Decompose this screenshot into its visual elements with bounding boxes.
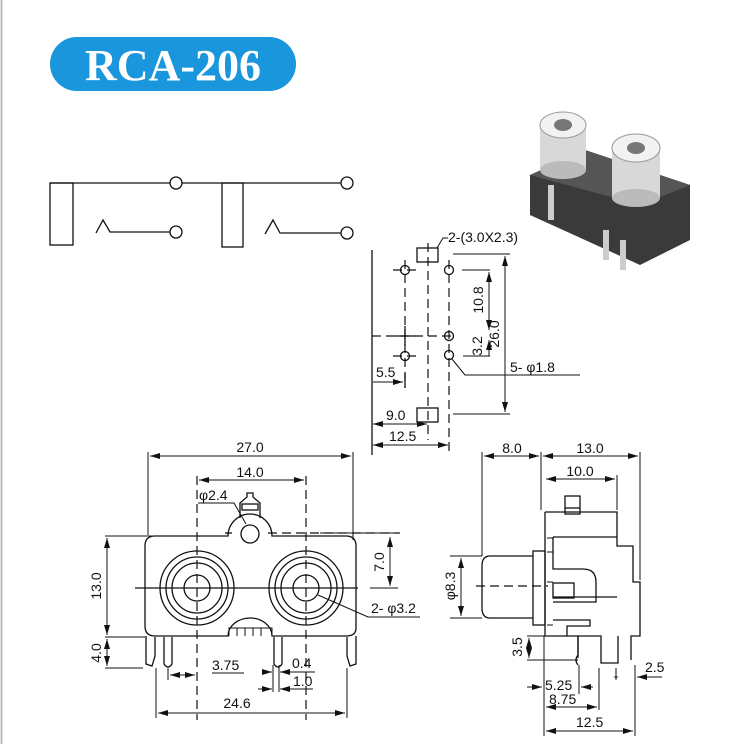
- dim-9-0: 9.0: [386, 407, 406, 423]
- product-title: RCA-206: [85, 41, 261, 90]
- dim-1-0: 1.0: [293, 673, 313, 689]
- jack-hole-note: 2- φ3.2: [371, 600, 416, 616]
- side-dim-8-3: φ8.3: [442, 572, 458, 601]
- side-dim-10: 10.0: [566, 463, 593, 479]
- title-badge: RCA-206: [50, 37, 296, 91]
- dim-3-2: 3.2: [469, 336, 485, 356]
- dim-27: 27.0: [236, 439, 263, 455]
- side-dim-8-75: 8.75: [549, 691, 576, 707]
- side-dim-2-5: 2.5: [645, 659, 665, 675]
- schematic-symbol: [49, 176, 354, 248]
- side-view: 8.0 13.0 10.0 φ8.3 3.5 5.25 8.75: [442, 440, 665, 736]
- dim-4: 4.0: [88, 643, 104, 663]
- pcb-layout-view: 26.0 10.8 3.2 5- φ1.8 2-(3.0X2.3) 5.5 9.…: [371, 229, 580, 455]
- dim-0-4: 0.4: [292, 655, 312, 671]
- front-view: 27.0 14.0 13.0: [88, 439, 420, 720]
- side-dim-3-5: 3.5: [509, 637, 525, 657]
- post-hole-note: φ2.4: [199, 487, 228, 503]
- product-photo: [530, 111, 690, 270]
- dim-7: 7.0: [371, 552, 387, 572]
- pad-note: 2-(3.0X2.3): [448, 229, 518, 245]
- dim-12-5: 12.5: [389, 428, 416, 444]
- dim-3-75: 3.75: [212, 657, 239, 673]
- title-pill: [50, 37, 296, 91]
- dim-14: 14.0: [236, 464, 263, 480]
- side-dim-8: 8.0: [502, 440, 522, 456]
- side-dim-12-5: 12.5: [576, 714, 603, 730]
- dim-24-6: 24.6: [223, 695, 250, 711]
- dim-5-5: 5.5: [376, 364, 396, 380]
- dim-10-8: 10.8: [470, 286, 486, 313]
- dim-13: 13.0: [88, 572, 104, 599]
- side-dim-5-25: 5.25: [545, 677, 572, 693]
- hole-note: 5- φ1.8: [510, 359, 555, 375]
- side-dim-13: 13.0: [576, 440, 603, 456]
- dim-26: 26.0: [486, 320, 502, 347]
